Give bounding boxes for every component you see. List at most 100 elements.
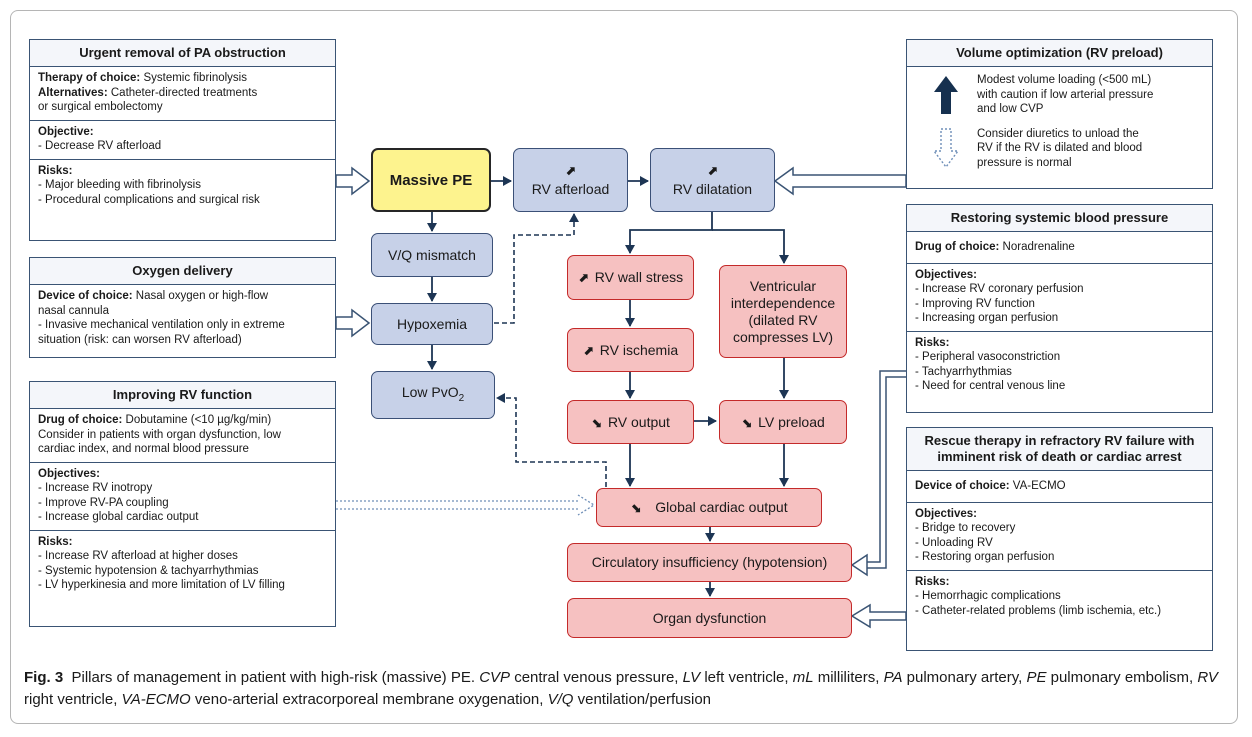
drug-section: Drug of choice: Noradrenaline [907, 232, 1212, 264]
panel-rv-function: Improving RV function Drug of choice: Do… [29, 381, 336, 627]
node-label: (dilated RV [748, 311, 818, 328]
abbr-def: milliliters, [817, 669, 880, 686]
panel-volume: Volume optimization (RV preload) Modest … [906, 39, 1213, 189]
risk-item: - LV hyperkinesia and more limitation of… [38, 579, 285, 591]
hollow-arrow-pa [335, 166, 371, 196]
node-label: Organ dysfunction [652, 609, 767, 626]
abbr: V/Q [547, 691, 574, 708]
risks-label: Risks: [915, 575, 950, 588]
down-arrow-icon [915, 128, 977, 169]
node-rv-dilatation: ⬈ RV dilatation [650, 148, 775, 212]
objective-item: - Increase global cardiac output [38, 511, 199, 523]
oxygen-note: - Invasive mechanical ventilation only i… [38, 319, 285, 331]
double-line-bp-inner [865, 376, 906, 569]
up-arrow-icon: ⬈ [582, 342, 594, 358]
node-label: compresses LV) [732, 328, 834, 345]
risks-section: Risks: - Hemorrhagic complications - Cat… [907, 571, 1212, 624]
risk-item: - Tachyarrhythmias [915, 365, 1012, 378]
volume-note: and low CVP [977, 103, 1044, 115]
drug-label: Drug of choice: [915, 241, 1000, 253]
risks-label: Risks: [915, 336, 950, 349]
down-arrow-icon: ⬊ [741, 414, 753, 430]
drug-note: Consider in patients with organ dysfunct… [38, 428, 281, 441]
device-section: Device of choice: VA-ECMO [907, 471, 1212, 503]
node-circulatory-insufficiency: Circulatory insufficiency (hypotension) [567, 543, 852, 582]
objectives-label: Objectives: [915, 507, 977, 520]
objectives-label: Objectives: [915, 268, 977, 281]
alternatives-value: Catheter-directed treatments [110, 86, 258, 99]
panel-title: Volume optimization (RV preload) [907, 40, 1212, 67]
node-label: RV dilatation [672, 181, 753, 197]
therapy-label: Therapy of choice: [38, 72, 141, 84]
objective-item: - Increase RV coronary perfusion [915, 283, 1084, 295]
up-arrow-icon: ⬈ [577, 270, 589, 285]
volume-note: with caution if low arterial pressure [977, 88, 1154, 101]
objective-item: - Improve RV-PA coupling [38, 496, 169, 509]
abbr-def: left ventricle, [704, 669, 789, 686]
double-line-bp-head [850, 553, 868, 577]
panel-title: Improving RV function [30, 382, 335, 409]
hollow-arrow-volume [773, 166, 907, 196]
risk-item: - Catheter-related problems (limb ischem… [915, 604, 1162, 617]
abbr: PA [883, 669, 903, 686]
panel-title: Restoring systemic blood pressure [907, 205, 1212, 232]
node-interdependence: Ventricular interdependence (dilated RV … [719, 265, 847, 358]
double-line-bp-outer [865, 370, 906, 563]
panel-title: Oxygen delivery [30, 258, 335, 285]
hollow-arrow-rescue [850, 603, 907, 629]
diuretics-row: Consider diuretics to unload the RV if t… [907, 121, 1212, 175]
objective-item: - Restoring organ perfusion [915, 551, 1055, 563]
diuretics-note: Consider diuretics to unload the [977, 127, 1139, 140]
node-label: Global cardiac output [655, 499, 788, 515]
node-label: interdependence [730, 294, 836, 311]
risk-item: - Hemorrhagic complications [915, 590, 1061, 602]
low-pvo2-text: Low PvO [401, 383, 459, 400]
arrow-dilatation-interdep [712, 229, 789, 264]
panel-pa-obstruction: Urgent removal of PA obstruction Therapy… [29, 39, 336, 241]
dashed-hypox-afterload [494, 213, 579, 324]
node-rv-afterload: ⬈ RV afterload [513, 148, 628, 212]
therapy-section: Therapy of choice: Systemic fibrinolysis… [30, 67, 335, 121]
risk-item: - Systemic hypotension & tachyarrhythmia… [38, 564, 259, 577]
node-hypoxemia: Hypoxemia [371, 303, 493, 345]
node-rv-wall-stress: ⬈ RV wall stress [567, 255, 694, 300]
diuretics-note: RV if the RV is dilated and blood [977, 142, 1143, 154]
figure-caption: Fig. 3 Pillars of management in patient … [24, 667, 1229, 711]
panel-oxygen: Oxygen delivery Device of choice: Nasal … [29, 257, 336, 358]
node-label: RV output [607, 413, 670, 430]
objectives-section: Objectives: - Bridge to recovery - Unloa… [907, 503, 1212, 571]
risk-item: - Peripheral vasoconstriction [915, 351, 1061, 363]
objective-item: - Increase RV inotropy [38, 482, 153, 494]
node-label: Circulatory insufficiency (hypotension) [591, 554, 828, 570]
node-label: Low PvO2 [402, 384, 464, 407]
abbr-def: veno-arterial extracorporeal membrane ox… [194, 691, 544, 708]
objective-item: - Unloading RV [915, 536, 993, 549]
abbr-def: pulmonary embolism, [1050, 669, 1194, 686]
objective-label: Objective: [38, 125, 94, 138]
drug-value: Noradrenaline [1002, 241, 1075, 253]
risks-label: Risks: [38, 535, 73, 548]
abbr-def: pulmonary artery, [906, 669, 1023, 686]
dotted-arrow-rvfn-head [577, 494, 596, 516]
risk-item: - Increase RV afterload at higher doses [38, 550, 238, 562]
subscript: 2 [458, 392, 465, 404]
panel-blood-pressure: Restoring systemic blood pressure Drug o… [906, 204, 1213, 413]
node-label: LV preload [758, 413, 825, 430]
node-lv-preload: ⬊ LV preload [719, 400, 847, 444]
abbr: mL [792, 669, 814, 686]
node-massive-pe: Massive PE [371, 148, 491, 212]
down-arrow-icon: ⬊ [591, 414, 602, 430]
device-value: VA-ECMO [1012, 480, 1066, 492]
node-label: Ventricular [749, 277, 817, 294]
device-value: Nasal oxygen or high-flow [135, 290, 269, 302]
oxygen-note: situation (risk: can worsen RV afterload… [38, 333, 242, 346]
objectives-label: Objectives: [38, 467, 100, 480]
objectives-section: Objectives: - Increase RV coronary perfu… [907, 264, 1212, 332]
drug-label: Drug of choice: [38, 414, 123, 426]
node-label: V/Q mismatch [388, 246, 476, 263]
objective-item: - Increasing organ perfusion [915, 312, 1059, 324]
therapy-value: Systemic fibrinolysis [143, 72, 247, 84]
risk-item: - Major bleeding with fibrinolysis [38, 179, 201, 191]
node-label: RV wall stress [594, 269, 684, 285]
